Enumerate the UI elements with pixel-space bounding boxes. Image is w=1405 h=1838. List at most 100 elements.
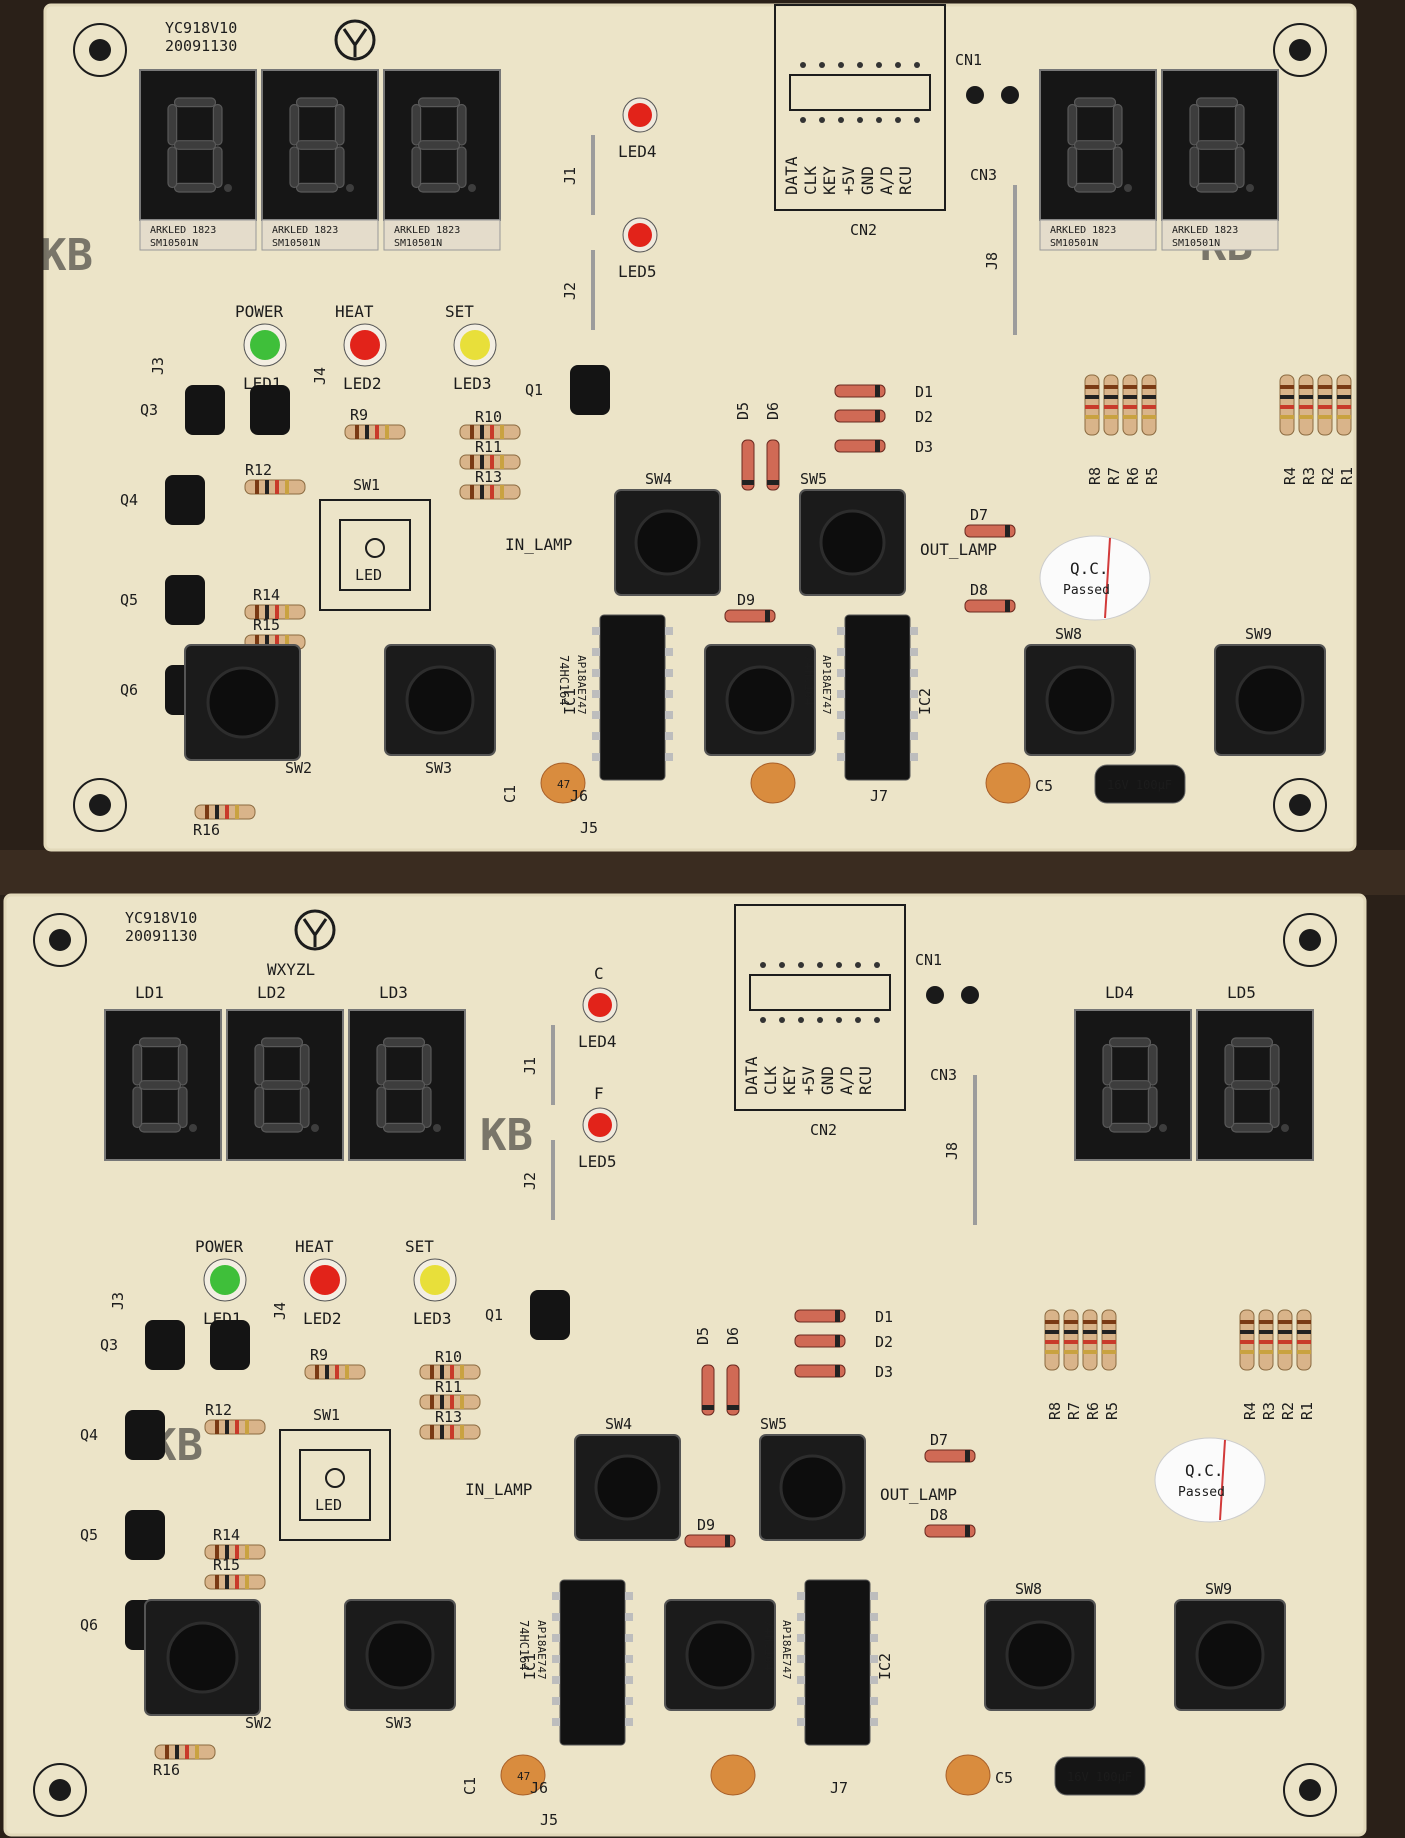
diode-label: D3 bbox=[915, 438, 933, 456]
segment bbox=[382, 1037, 426, 1048]
ic-pin bbox=[797, 1697, 805, 1705]
ic-pin bbox=[910, 711, 918, 719]
connector-pin bbox=[819, 117, 825, 123]
switch-label: SW2 bbox=[285, 759, 312, 777]
decimal-point bbox=[1281, 1124, 1289, 1132]
segment bbox=[1195, 140, 1239, 150]
diode-band bbox=[1005, 525, 1010, 537]
segment bbox=[138, 1080, 182, 1090]
display-marking: ARKLED 1823 bbox=[1172, 225, 1238, 236]
resistor-band bbox=[1102, 1320, 1116, 1324]
ic-label: IC1 bbox=[521, 1653, 539, 1680]
resistor-band bbox=[1318, 385, 1332, 389]
connector-pin-label: RCU bbox=[896, 166, 915, 195]
switch-label: SW5 bbox=[800, 470, 827, 488]
resistor-band bbox=[470, 425, 474, 439]
ic-pin bbox=[910, 648, 918, 656]
connector-pin bbox=[800, 62, 806, 68]
mounting-hole-ring bbox=[33, 1763, 87, 1817]
led-label: LED4 bbox=[578, 1032, 617, 1051]
diode-label: D2 bbox=[875, 1333, 893, 1351]
resistor-band bbox=[315, 1365, 319, 1379]
resistor-label: R7 bbox=[1065, 1402, 1083, 1420]
diode-band bbox=[875, 410, 880, 422]
transistor bbox=[210, 1320, 250, 1370]
display-sticker bbox=[1161, 219, 1279, 251]
segment bbox=[295, 97, 339, 108]
connector-housing bbox=[749, 974, 891, 1011]
ic-pin bbox=[837, 648, 845, 656]
jumper-label: J5 bbox=[540, 1811, 558, 1829]
segment bbox=[212, 103, 223, 146]
connector-housing bbox=[789, 74, 931, 111]
ic-pin bbox=[910, 753, 918, 761]
segment bbox=[1234, 103, 1245, 146]
resistor-band bbox=[1123, 415, 1137, 419]
connector-pin bbox=[817, 962, 823, 968]
decimal-point bbox=[433, 1124, 441, 1132]
switch-label: SW3 bbox=[425, 759, 452, 777]
segment bbox=[417, 97, 461, 108]
decimal-point bbox=[1124, 184, 1132, 192]
transistor bbox=[165, 475, 205, 525]
tact-switch-cap bbox=[1235, 665, 1305, 735]
transistor bbox=[125, 1510, 165, 1560]
resistor-band bbox=[235, 1545, 239, 1559]
resistor-band bbox=[255, 605, 259, 619]
diode bbox=[834, 409, 886, 423]
segment bbox=[1230, 1122, 1274, 1133]
segment bbox=[1224, 1086, 1235, 1129]
segment bbox=[421, 1043, 432, 1086]
tact-switch-cap bbox=[1005, 1620, 1075, 1690]
connector-pin-label: A/D bbox=[877, 166, 896, 195]
resistor-band bbox=[1297, 1320, 1311, 1324]
transistor-label: Q5 bbox=[120, 591, 138, 609]
resistor-band bbox=[1278, 1330, 1292, 1334]
led-label: LED2 bbox=[343, 374, 382, 393]
ic-pin bbox=[592, 648, 600, 656]
display-label: LD4 bbox=[1105, 983, 1134, 1002]
diode bbox=[726, 1364, 740, 1416]
resistor-band bbox=[490, 485, 494, 499]
tact-switch-cap bbox=[206, 666, 279, 739]
ic-pin bbox=[910, 690, 918, 698]
diode bbox=[834, 439, 886, 453]
ic-pin bbox=[870, 1697, 878, 1705]
resistor-band bbox=[225, 1545, 229, 1559]
segment bbox=[1147, 1086, 1158, 1129]
diode bbox=[794, 1334, 846, 1348]
capacitor-label: C1 bbox=[461, 1777, 479, 1795]
segment bbox=[1189, 146, 1200, 189]
ic-pin bbox=[870, 1718, 878, 1726]
ic-pin bbox=[837, 627, 845, 635]
resistor-label: R2 bbox=[1319, 467, 1337, 485]
pcb-board-1: KBKBYC918V1020091130ARKLED 1823SM10501NA… bbox=[40, 3, 1357, 852]
resistor-band bbox=[500, 485, 504, 499]
switch-label: SW1 bbox=[353, 476, 380, 494]
switch-label: SW4 bbox=[605, 1415, 632, 1433]
transistor-label: Q1 bbox=[485, 1306, 503, 1324]
connector-pin bbox=[914, 62, 920, 68]
mounting-hole bbox=[1299, 1779, 1321, 1801]
led-function-label: POWER bbox=[195, 1237, 244, 1256]
resistor-band bbox=[1142, 395, 1156, 399]
ic-pin bbox=[797, 1592, 805, 1600]
resistor-band bbox=[175, 1745, 179, 1759]
led-function-label: SET bbox=[445, 302, 474, 321]
kb-watermark: KB bbox=[480, 1110, 533, 1161]
ceramic-capacitor bbox=[710, 1754, 756, 1796]
connector-pin bbox=[857, 62, 863, 68]
resistor-label: R1 bbox=[1338, 467, 1356, 485]
led-red bbox=[310, 1265, 340, 1295]
jumper-label: J7 bbox=[870, 787, 888, 805]
resistor-band bbox=[1045, 1320, 1059, 1324]
tact-switch-cap bbox=[634, 509, 701, 576]
ic-pin bbox=[837, 690, 845, 698]
resistor-label: R14 bbox=[213, 1526, 240, 1544]
resistor-band bbox=[235, 805, 239, 819]
display-marking: ARKLED 1823 bbox=[394, 225, 460, 236]
ic-pin bbox=[797, 1613, 805, 1621]
jumper-label: J4 bbox=[271, 1302, 289, 1320]
mounting-hole bbox=[1299, 929, 1321, 951]
display-label: LD5 bbox=[1227, 983, 1256, 1002]
